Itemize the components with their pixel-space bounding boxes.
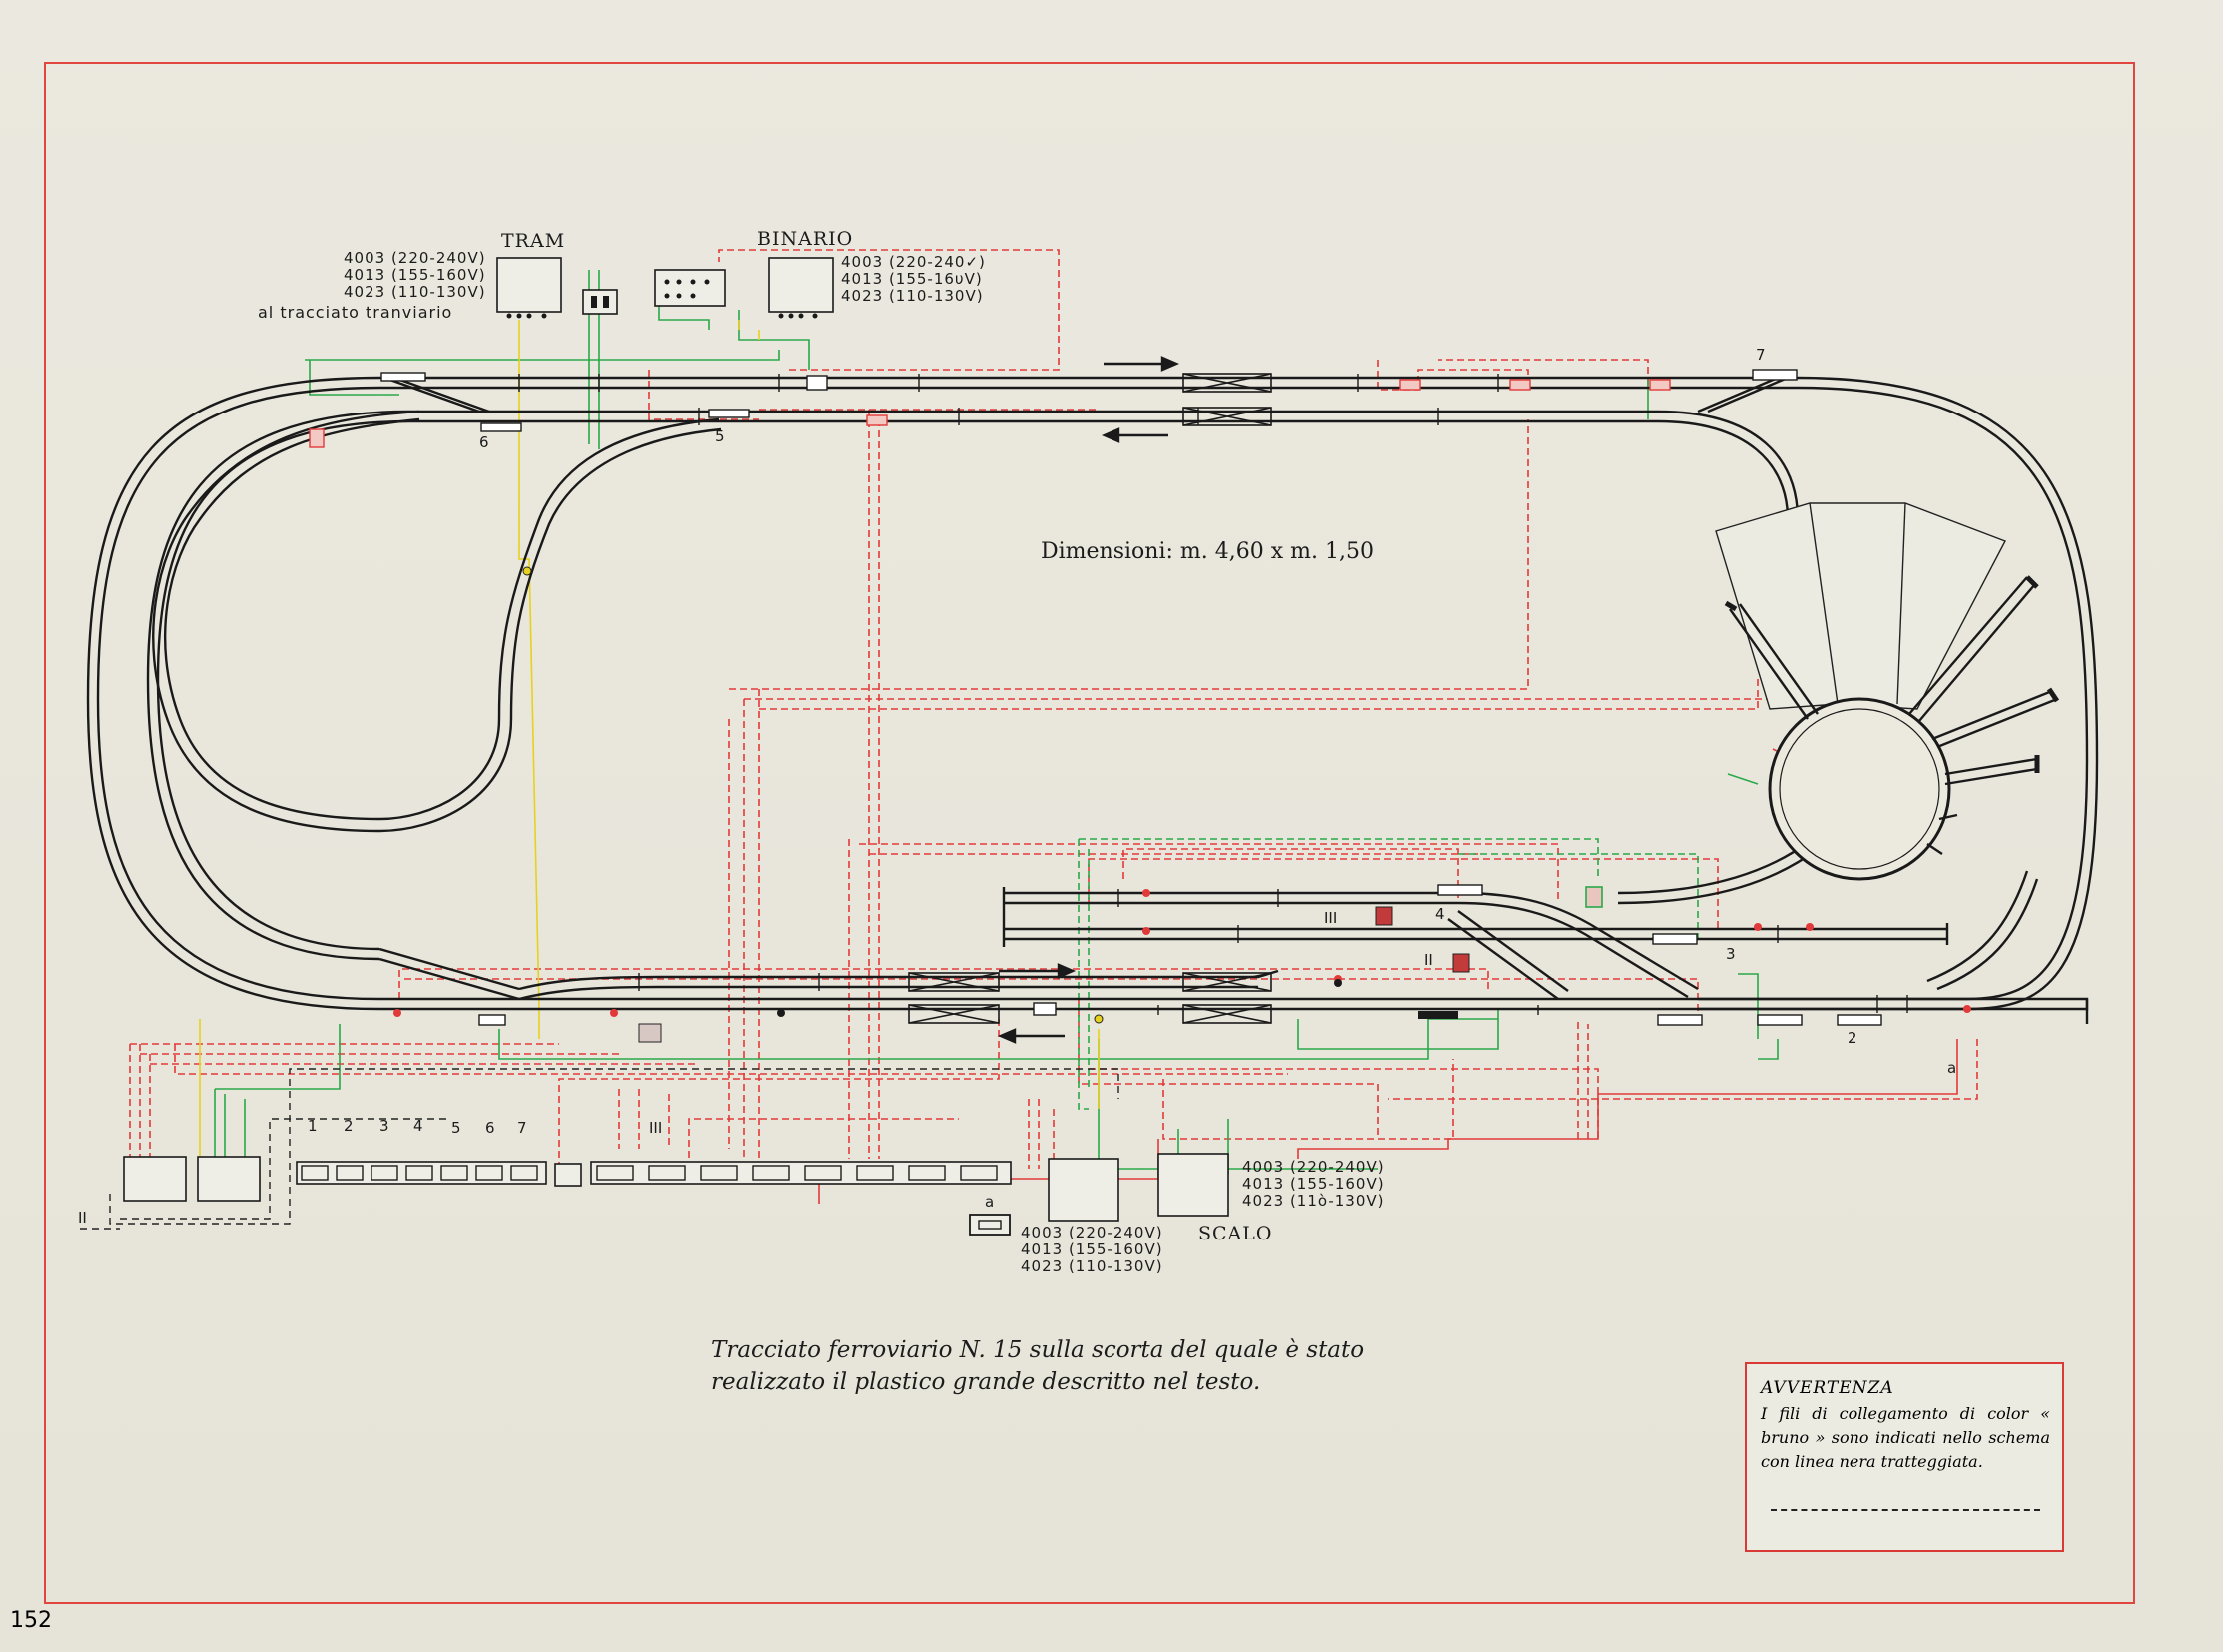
panel-switch bbox=[370, 1165, 398, 1181]
panel-number-3: 3 bbox=[379, 1117, 389, 1135]
level-crossings bbox=[908, 373, 1272, 1024]
page-number: 152 bbox=[10, 1608, 52, 1633]
label-a-right: a bbox=[1947, 1059, 1957, 1077]
panel-switch bbox=[405, 1165, 433, 1181]
tram-spec-3: 4023 (110-130V) bbox=[344, 283, 486, 301]
panel-switch bbox=[440, 1165, 468, 1181]
panel-switch bbox=[336, 1165, 364, 1181]
scalo-title: SCALO bbox=[1198, 1223, 1273, 1244]
panel-switch bbox=[510, 1165, 538, 1181]
wiring-green bbox=[214, 270, 1779, 1184]
scalo-specs: 4003 (220-240V) 4013 (155-160V) 4023 (11… bbox=[1242, 1159, 1385, 1210]
label-a-bottom: a bbox=[985, 1193, 995, 1211]
track-number-7: 7 bbox=[1756, 346, 1766, 364]
scalo-spec-2: 4013 (155-160V) bbox=[1242, 1175, 1385, 1193]
scalo-spec-1: 4003 (220-240V) bbox=[1242, 1158, 1385, 1176]
binario-specs: 4003 (220-240✓) 4013 (155-16υV) 4023 (11… bbox=[841, 254, 986, 305]
panel-switch bbox=[648, 1165, 686, 1181]
warning-body: I fili di collegamento di color « bruno … bbox=[1761, 1404, 2050, 1471]
main-oval-track bbox=[86, 376, 2099, 1011]
panel-number-2: 2 bbox=[344, 1117, 354, 1135]
sleepers bbox=[518, 374, 1908, 1015]
panel-number-6: 6 bbox=[485, 1119, 495, 1137]
panel-switch bbox=[700, 1165, 738, 1181]
panel-switch bbox=[908, 1165, 946, 1181]
tram-spec-2: 4013 (155-160V) bbox=[344, 266, 486, 284]
bottom-spec-3: 4023 (110-130V) bbox=[1021, 1257, 1163, 1275]
panel-section-iii: III bbox=[649, 1119, 663, 1137]
page-frame bbox=[44, 62, 2135, 1604]
transformer-terminals bbox=[506, 279, 818, 319]
panel-switch bbox=[804, 1165, 842, 1181]
bottom-specs: 4003 (220-240V) 4013 (155-160V) 4023 (11… bbox=[1021, 1225, 1163, 1275]
bottom-spec-2: 4013 (155-160V) bbox=[1021, 1240, 1163, 1258]
turntable bbox=[1715, 502, 2060, 881]
wiring-red bbox=[129, 249, 1978, 1204]
wiring-brown-dashed bbox=[80, 1068, 1119, 1230]
return-loop-track bbox=[152, 410, 722, 833]
track-number-4: 4 bbox=[1435, 905, 1445, 923]
binario-title: BINARIO bbox=[757, 228, 854, 250]
panel-number-5: 5 bbox=[451, 1119, 461, 1137]
bottom-spec-1: 4003 (220-240V) bbox=[1021, 1224, 1163, 1241]
control-panel bbox=[123, 1153, 1229, 1236]
panel-number-4: 4 bbox=[413, 1117, 423, 1135]
binario-spec-3: 4023 (110-130V) bbox=[841, 287, 984, 305]
panel-number-7: 7 bbox=[517, 1119, 527, 1137]
section-label-ii: II bbox=[1424, 951, 1433, 969]
tram-spec-1: 4003 (220-240V) bbox=[344, 249, 486, 267]
warning-title: AVVERTENZA bbox=[1761, 1378, 1894, 1398]
scalo-spec-3: 4023 (11ò-130V) bbox=[1242, 1192, 1385, 1210]
warning-box: AVVERTENZA I fili di collegamento di col… bbox=[1745, 1362, 2064, 1552]
panel-label-ii: II bbox=[78, 1209, 87, 1227]
panel-switch bbox=[596, 1165, 634, 1181]
panel-switch bbox=[856, 1165, 894, 1181]
tram-specs: 4003 (220-240V) 4013 (155-160V) 4023 (11… bbox=[344, 250, 486, 301]
figure-caption: Tracciato ferroviario N. 15 sulla scorta… bbox=[711, 1337, 1365, 1395]
section-label-iii: III bbox=[1324, 909, 1338, 927]
track-number-6: 6 bbox=[479, 433, 489, 451]
track-number-3: 3 bbox=[1726, 945, 1736, 963]
transformers-top bbox=[496, 257, 834, 315]
panel-switch bbox=[752, 1165, 790, 1181]
dimensions-label: Dimensioni: m. 4,60 x m. 1,50 bbox=[1041, 539, 1374, 564]
track-number-2: 2 bbox=[1848, 1029, 1857, 1047]
panel-switch-cells bbox=[301, 1165, 998, 1181]
signals bbox=[309, 369, 1971, 1043]
binario-spec-1: 4003 (220-240✓) bbox=[841, 253, 986, 271]
binario-spec-2: 4013 (155-16υV) bbox=[841, 270, 983, 288]
tram-note: al tracciato tranviario bbox=[258, 303, 453, 322]
panel-switch bbox=[301, 1165, 329, 1181]
panel-switch bbox=[475, 1165, 503, 1181]
wiring-yellow bbox=[199, 320, 1100, 1185]
panel-number-1: 1 bbox=[308, 1117, 318, 1135]
tram-title: TRAM bbox=[501, 230, 566, 252]
track-number-5: 5 bbox=[715, 427, 725, 445]
panel-switch bbox=[960, 1165, 998, 1181]
direction-arrows bbox=[997, 356, 1180, 1044]
dashed-line-legend bbox=[1771, 1509, 2040, 1511]
